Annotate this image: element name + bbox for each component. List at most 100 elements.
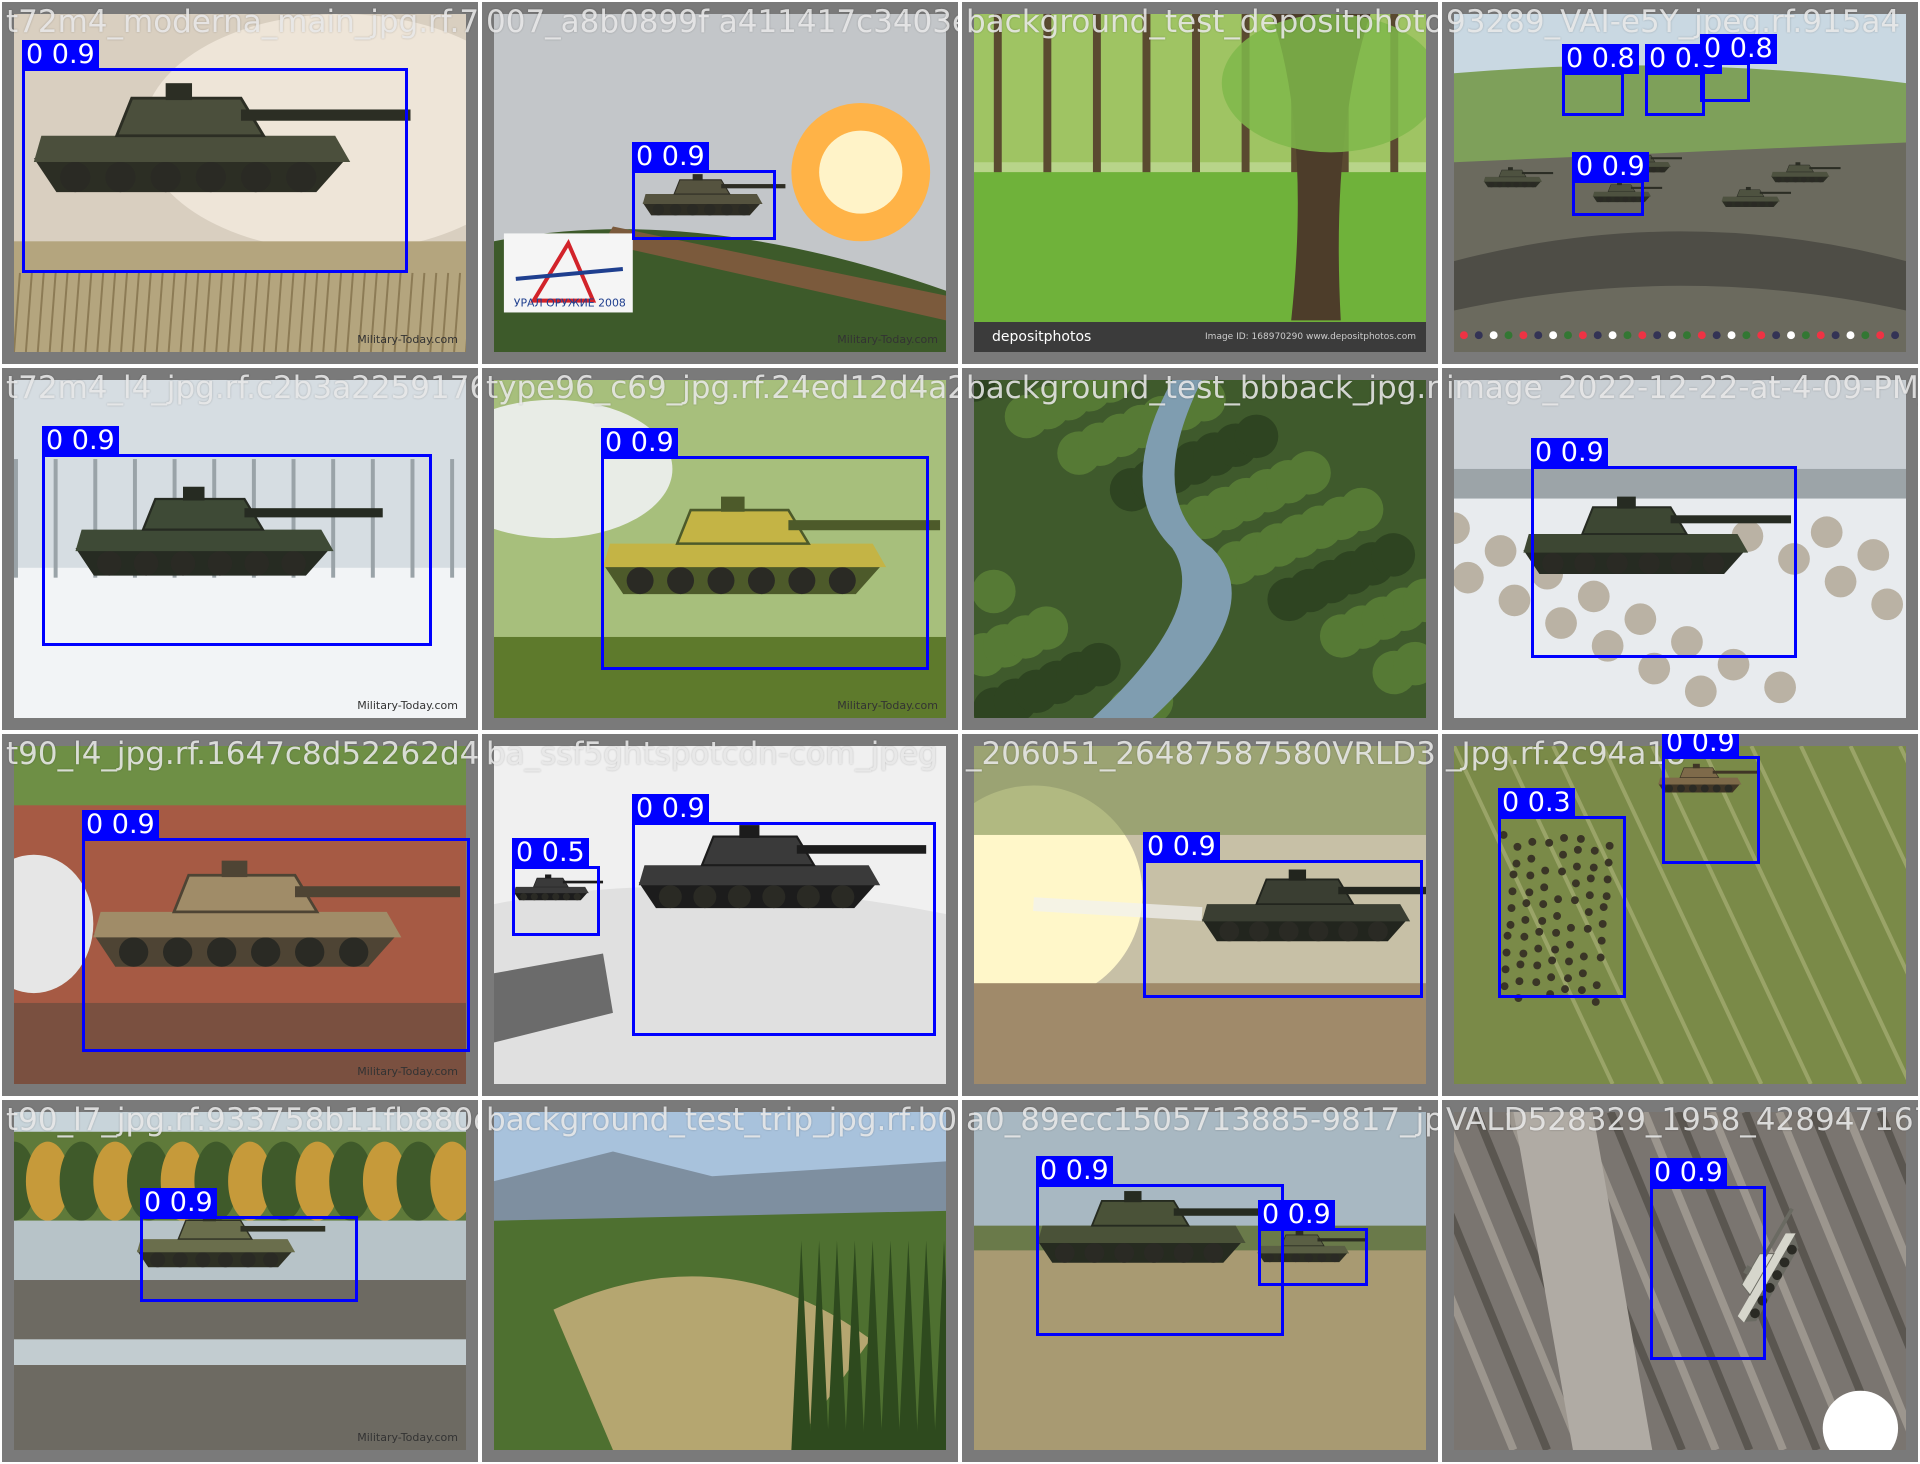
detection-label: 0 0.9: [1572, 152, 1649, 182]
photo-scene: [494, 380, 946, 718]
tile-photo: [974, 380, 1426, 718]
detection-label: 0 0.9: [1143, 832, 1220, 862]
detection-label: 0 0.9: [1036, 1156, 1113, 1186]
photo-scene: [14, 746, 466, 1084]
detection-tile: _Jpg.rf.2c94a18 0 0.3 0 0.9: [1440, 732, 1920, 1098]
watermark: Military-Today.com: [837, 699, 938, 712]
tile-filename: background_test_depositphotos_1689: [966, 4, 1438, 40]
tile-photo: Military-Today.com: [14, 1112, 466, 1450]
detection-tile: Military-Today.com t90_l4_jpg.rf.1647c8d5…: [0, 732, 480, 1098]
detection-tile: background_test_trip_jpg.rf.b032613: [480, 1098, 960, 1464]
tile-photo: [1454, 1112, 1906, 1450]
tank-field-0: [1483, 167, 1554, 188]
tile-photo: Military-Today.com: [14, 746, 466, 1084]
photo-scene: УРАЛ ОРУЖИЕ 2008: [494, 14, 946, 352]
tile-filename: background_test_bbback_jpg.rf.4f7886: [966, 370, 1439, 406]
bounding-box: 0 0.5: [512, 838, 600, 936]
bounding-box: 0 0.9: [632, 794, 936, 1036]
stock-bar: depositphotos Image ID: 168970290 www.dep…: [974, 322, 1426, 352]
detection-label: 0 0.3: [1498, 788, 1575, 818]
tile-photo: Military-Today.com: [494, 380, 946, 718]
tile-filename: t72m4_moderna_main_jpg.rf.7b1f6b_ssf.jpg: [6, 4, 480, 40]
detection-tile: Military-Today.com type96_c69_jpg.rf.24ed…: [480, 366, 960, 732]
watermark: Military-Today.com: [357, 333, 458, 346]
detection-tile: Military-Today.com t72m4_moderna_main_jpg…: [0, 0, 480, 366]
detection-tile: ba_ssf5ghtspotcdn-com_jpeg 0 0.5 0 0.9: [480, 732, 960, 1098]
watermark: Military-Today.com: [357, 1431, 458, 1444]
tile-filename: _Jpg.rf.2c94a18: [1446, 736, 1686, 772]
bounding-box: 0 0.9: [1531, 438, 1797, 658]
detection-label: 0 0.8: [1562, 44, 1639, 74]
tile-filename: t90_l4_jpg.rf.1647c8d52262d465c0-titles: [6, 736, 480, 772]
tile-filename: t72m4_l4_jpg.rf.c2b3a2259176f9bbc7e5_6_2…: [6, 370, 478, 406]
tile-filename: a0_89ecc1505713885-9817_jpeg: [966, 1102, 1440, 1138]
bounding-box: 0 0.9: [1143, 832, 1423, 998]
tile-filename: t90_l7_jpg.rf.933758b11fb880d3bbd6d5e: [6, 1102, 478, 1138]
watermark: Military-Today.com: [357, 699, 458, 712]
detection-label: 0 0.9: [1650, 1158, 1727, 1188]
detection-tile: VALD528329_1958_4289471677 0 0.9: [1440, 1098, 1920, 1464]
tank-field-1: [1592, 182, 1663, 203]
photo-scene: [14, 1112, 466, 1450]
detection-tile: image_2022-12-22-at-4-09-PM_jpg 0 0.9: [1440, 366, 1920, 732]
tank-type96: [603, 496, 941, 595]
detection-label: 0 0.9: [22, 40, 99, 70]
tile-photo: [1454, 380, 1906, 718]
bounding-box: 0 0.8: [1700, 34, 1777, 102]
detection-label: 0 0.9: [601, 428, 678, 458]
tank-z: [1201, 869, 1426, 942]
tile-photo: Military-Today.com: [14, 380, 466, 718]
detection-tile: background_test_bbback_jpg.rf.4f7886: [960, 366, 1440, 732]
photo-scene: [1454, 1112, 1906, 1450]
bounding-box: 0 0.3: [1498, 788, 1626, 998]
detection-label: 0 0.9: [1531, 438, 1608, 468]
tile-filename: image_2022-12-22-at-4-09-PM_jpg: [1446, 370, 1919, 406]
tank-field-3: [1771, 162, 1841, 183]
bounding-box: 0 0.9: [1258, 1200, 1368, 1286]
bounding-box: 0 0.9: [1662, 734, 1760, 864]
tank-field-2: [1721, 186, 1792, 208]
bounding-box: 0 0.9: [82, 810, 470, 1052]
detection-tile: depositphotos Image ID: 168970290 www.dep…: [960, 0, 1440, 366]
bounding-box: 0 0.9: [22, 40, 408, 273]
bounding-box: 0 0.8: [1645, 44, 1722, 116]
detection-tile: a0_89ecc1505713885-9817_jpeg 0 0.9 0 0.9: [960, 1098, 1440, 1464]
tile-photo: [974, 746, 1426, 1084]
tile-filename: 93289_VAI-e5Y_jpeg.rf.915a4: [1446, 4, 1901, 40]
photo-scene: [494, 1112, 946, 1450]
bounding-box: 0 0.9: [632, 142, 776, 240]
tile-filename: VALD528329_1958_4289471677: [1446, 1102, 1920, 1138]
bounding-box: 0 0.9: [1036, 1156, 1284, 1336]
bounding-box: 0 0.8: [1562, 44, 1639, 116]
tile-filename: background_test_trip_jpg.rf.b032613: [486, 1102, 958, 1138]
tile-photo: [494, 1112, 946, 1450]
photo-scene: [974, 746, 1426, 1084]
bounding-box: 0 0.9: [140, 1188, 358, 1302]
tile-filename: ba_ssf5ghtspotcdn-com_jpeg: [486, 736, 938, 772]
tank-small: [513, 874, 604, 901]
detection-label: 0 0.9: [632, 794, 709, 824]
stock-id: Image ID: 168970290 www.depositphotos.co…: [1205, 332, 1416, 342]
detection-tile: _206051_26487587580VRLD31290X7 0 0.9: [960, 732, 1440, 1098]
photo-scene: [974, 380, 1426, 718]
detection-tile: Military-Today.com t90_l7_jpg.rf.933758b1…: [0, 1098, 480, 1464]
detection-label: 0 0.9: [1258, 1200, 1335, 1230]
detection-label: 0 0.9: [140, 1188, 217, 1218]
tank-snowfield: [1523, 496, 1792, 575]
tank-firing: [642, 174, 786, 216]
stock-logo: depositphotos: [992, 329, 1092, 345]
logo-text: УРАЛ ОРУЖИЕ 2008: [514, 297, 626, 310]
tile-photo: [1454, 14, 1906, 352]
detection-label: 0 0.9: [42, 426, 119, 456]
bounding-box: 0 0.9: [601, 428, 929, 670]
tank-front: [1037, 1191, 1286, 1263]
watermark: Military-Today.com: [357, 1065, 458, 1078]
tank-back: [1257, 1230, 1367, 1263]
tile-filename: _206051_26487587580VRLD31290X7: [966, 736, 1438, 772]
tile-filename: type96_c69_jpg.rf.24ed12d4a2b0: [486, 370, 960, 406]
watermark: Military-Today.com: [837, 333, 938, 346]
